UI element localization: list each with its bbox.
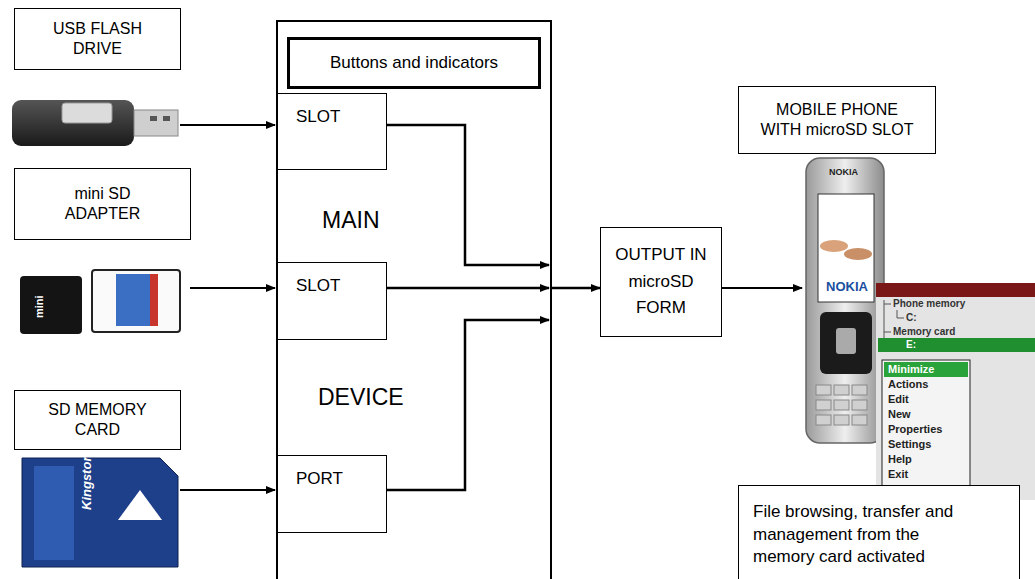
drawing-part (834, 415, 849, 425)
drawing-part (878, 338, 1035, 352)
node-text: PORT (296, 468, 343, 489)
menu-item: Help (888, 454, 912, 465)
brand-text: NOKIA (829, 168, 858, 177)
brand-text: NOKIA (826, 280, 868, 293)
menu-item: Actions (888, 379, 928, 390)
drawing-part (816, 385, 867, 425)
slot-box: SLOT (277, 93, 387, 170)
menu-item: New (888, 409, 911, 420)
drawing-part (834, 385, 849, 395)
drawing-part (820, 312, 872, 374)
drawing-part (806, 158, 884, 443)
drawing-part (92, 270, 180, 332)
drawing-part (834, 400, 849, 410)
drawing-part (34, 466, 74, 560)
usb-drive-picture (12, 100, 178, 146)
insert-arrow (190, 287, 275, 289)
label-box: MOBILE PHONE WITH microSD SLOT (738, 86, 936, 154)
drawing-part (116, 274, 150, 326)
menu-item: Exit (888, 469, 908, 480)
label-box: USB FLASH DRIVE (14, 8, 181, 70)
drawing-part (820, 240, 848, 252)
panel-box: Buttons and indicators (287, 37, 541, 89)
process-box: OUTPUT IN microSD FORM (600, 227, 722, 337)
card-print: Kingston (80, 454, 93, 510)
drawing-part (897, 318, 904, 319)
drawing-part (12, 100, 134, 146)
node-text: File browsing, transfer and management f… (753, 501, 985, 570)
output-arrow (722, 287, 802, 289)
note-box: File browsing, transfer and management f… (738, 485, 1020, 579)
menu-item: C: (906, 313, 917, 323)
drawing-part (884, 304, 891, 305)
file-menu-screenshot (876, 283, 1035, 500)
sd-card-picture (22, 458, 178, 567)
drawing-part (118, 490, 162, 520)
label-box: mini SD ADAPTER (14, 168, 191, 240)
minisd-picture (20, 270, 180, 334)
drawing-part (897, 310, 898, 318)
node-text: SLOT (296, 106, 340, 127)
menu-item: Phone memory (893, 299, 965, 309)
insert-arrow (180, 489, 275, 491)
drawing-part (150, 274, 158, 326)
slot-box: SLOT (277, 262, 387, 340)
phone-picture (806, 158, 884, 443)
node-text: USB FLASH DRIVE (45, 19, 150, 59)
node-text: SD MEMORY CARD (45, 400, 150, 440)
drawing-part (134, 110, 178, 136)
connector (552, 287, 600, 290)
menu-item: E: (906, 340, 916, 350)
insert-arrow (180, 124, 275, 126)
drawing-part (22, 458, 178, 567)
drawing-part (884, 332, 891, 333)
drawing-part (816, 385, 831, 395)
drawing-part (816, 415, 831, 425)
drawing-part (844, 248, 872, 260)
node-text: MAIN (322, 206, 380, 235)
menu-item: Minimize (888, 364, 934, 375)
drawing-part (816, 400, 831, 410)
node-text: MOBILE PHONE WITH microSD SLOT (755, 100, 919, 140)
drawing-part (852, 385, 867, 395)
drawing-part (852, 415, 867, 425)
device-box: MAIN DEVICE Buttons and indicatorsSLOT SLOT… (276, 20, 552, 579)
drawing-part (876, 283, 1035, 297)
node-text: DEVICE (318, 383, 404, 412)
card-print: mini (34, 295, 45, 318)
drawing-part (20, 276, 82, 334)
label-box: SD MEMORY CARD (14, 390, 181, 450)
node-text: mini SD ADAPTER (55, 184, 150, 224)
connector (387, 320, 549, 490)
drawing-part (852, 400, 867, 410)
menu-item: Memory card (893, 327, 955, 337)
drawing-part (62, 103, 112, 123)
drawing-part (882, 360, 970, 488)
node-text: Buttons and indicators (330, 52, 498, 73)
port-box: PORT (277, 455, 387, 533)
menu-item: Settings (888, 439, 931, 450)
drawing-part (163, 116, 170, 121)
drawing-part (876, 297, 1035, 500)
connector (387, 125, 549, 265)
drawing-part (818, 194, 874, 302)
drawing-part (150, 116, 157, 121)
drawing-part (884, 362, 968, 377)
node-text: SLOT (296, 275, 340, 296)
connector (387, 287, 549, 290)
menu-item: Properties (888, 424, 942, 435)
menu-item: Edit (888, 394, 909, 405)
drawing-part (836, 328, 856, 354)
node-text: OUTPUT IN microSD FORM (611, 242, 711, 321)
